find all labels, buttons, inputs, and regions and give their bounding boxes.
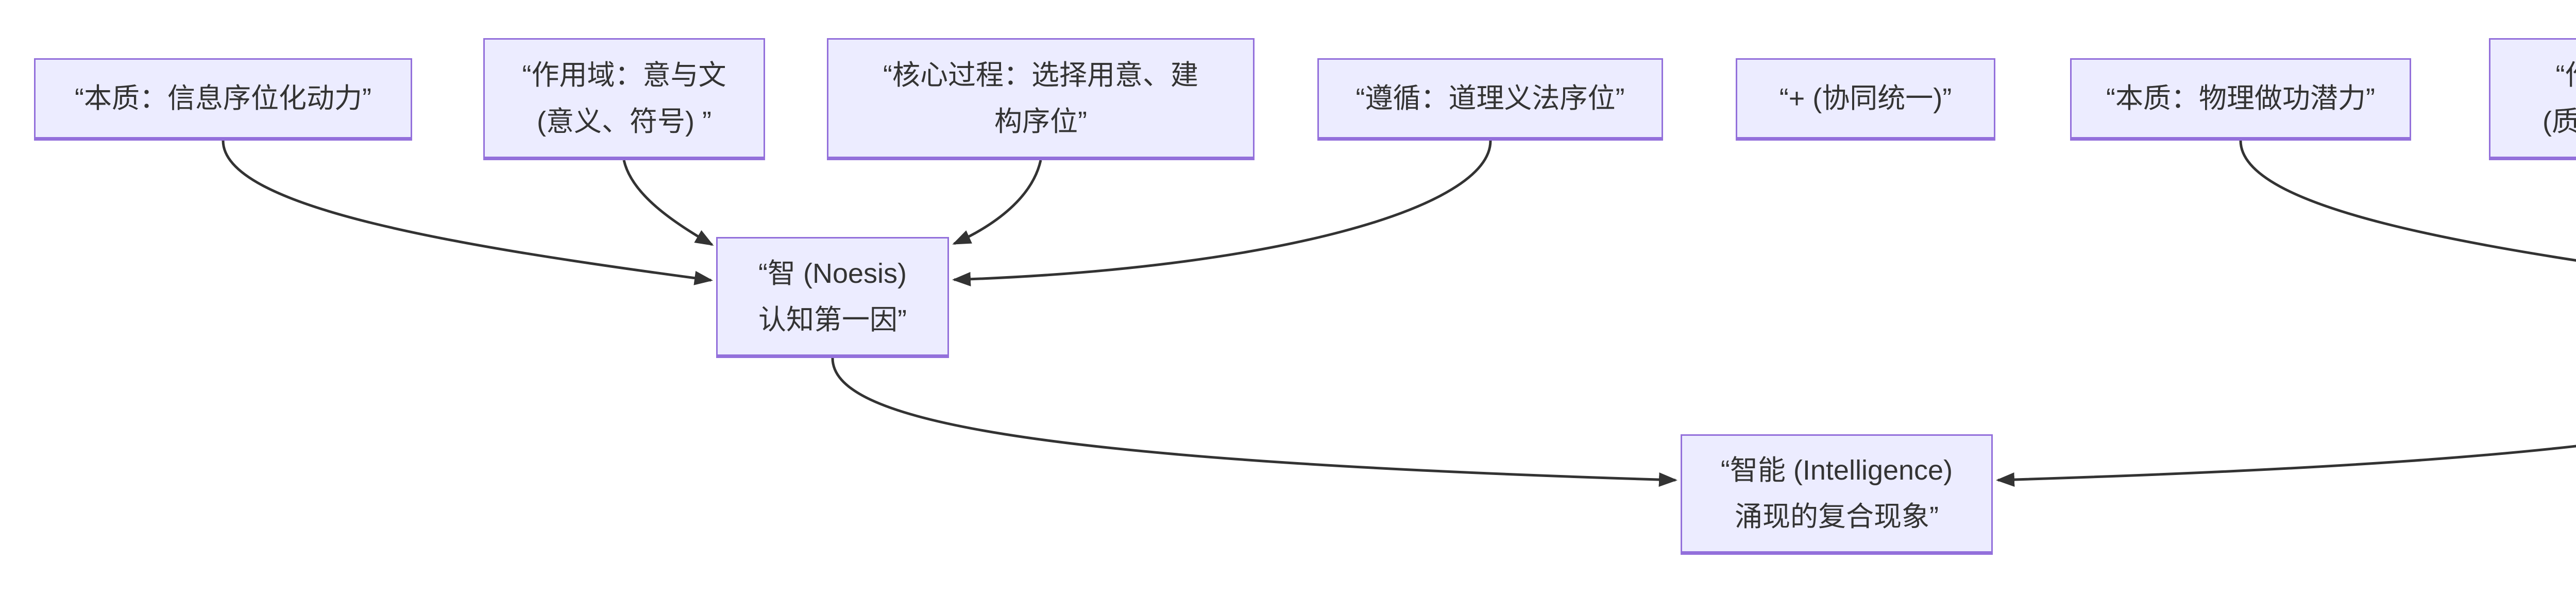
node-label-line: “作用域：物	[2555, 59, 2576, 91]
node-label-line: (质料、载体) ”	[2543, 106, 2576, 137]
diagram-node-noesis-essence: “本质：信息序位化动力”	[34, 58, 412, 141]
node-label-line: “本质：信息序位化动力”	[75, 83, 371, 114]
node-label-line: “智 (Noesis)	[758, 258, 907, 289]
node-label-line: “+ (协同统一)”	[1779, 83, 1952, 114]
diagram-node-noesis: “智 (Noesis) 认知第一因”	[716, 237, 949, 358]
edge-energy-essence-to-energy	[2239, 140, 2576, 262]
node-label-line: “核心过程：选择用意、建	[883, 59, 1198, 91]
diagram-node-noesis-domain: “作用域：意与文 (意义、符号) ”	[483, 38, 765, 160]
edge-noesis-to-intelligence	[831, 358, 1677, 487]
diagram-node-energy-essence: “本质：物理做功潜力”	[2070, 58, 2411, 141]
diagram-node-noesis-law: “遵循：道理义法序位”	[1317, 58, 1663, 141]
edge-noesis-process-to-noesis	[952, 160, 1042, 245]
node-label-line: “作用域：意与文	[522, 59, 726, 91]
diagram-node-noesis-process: “核心过程：选择用意、建构序位”	[827, 38, 1255, 160]
node-label-line: “遵循：道理义法序位”	[1355, 83, 1625, 114]
node-label-line: “本质：物理做功潜力”	[2106, 83, 2375, 114]
edge-energy-to-intelligence	[1996, 445, 2576, 487]
node-label-line: (意义、符号) ”	[537, 106, 711, 137]
diagram-node-intelligence: “智能 (Intelligence) 涌现的复合现象”	[1681, 434, 1993, 555]
node-label-line: 认知第一因”	[758, 304, 907, 335]
node-label-line: “智能 (Intelligence)	[1720, 455, 1953, 486]
edge-noesis-law-to-noesis	[952, 140, 1492, 286]
node-label-line: 构序位”	[994, 106, 1087, 137]
edge-noesis-essence-to-noesis	[222, 140, 713, 285]
diagram-node-synergy: “+ (协同统一)”	[1736, 58, 1995, 141]
node-label-line: 涌现的复合现象”	[1735, 501, 1939, 532]
diagram-node-energy-domain: “作用域：物 (质料、载体) ”	[2489, 38, 2576, 160]
edge-noesis-domain-to-noesis	[622, 160, 714, 246]
